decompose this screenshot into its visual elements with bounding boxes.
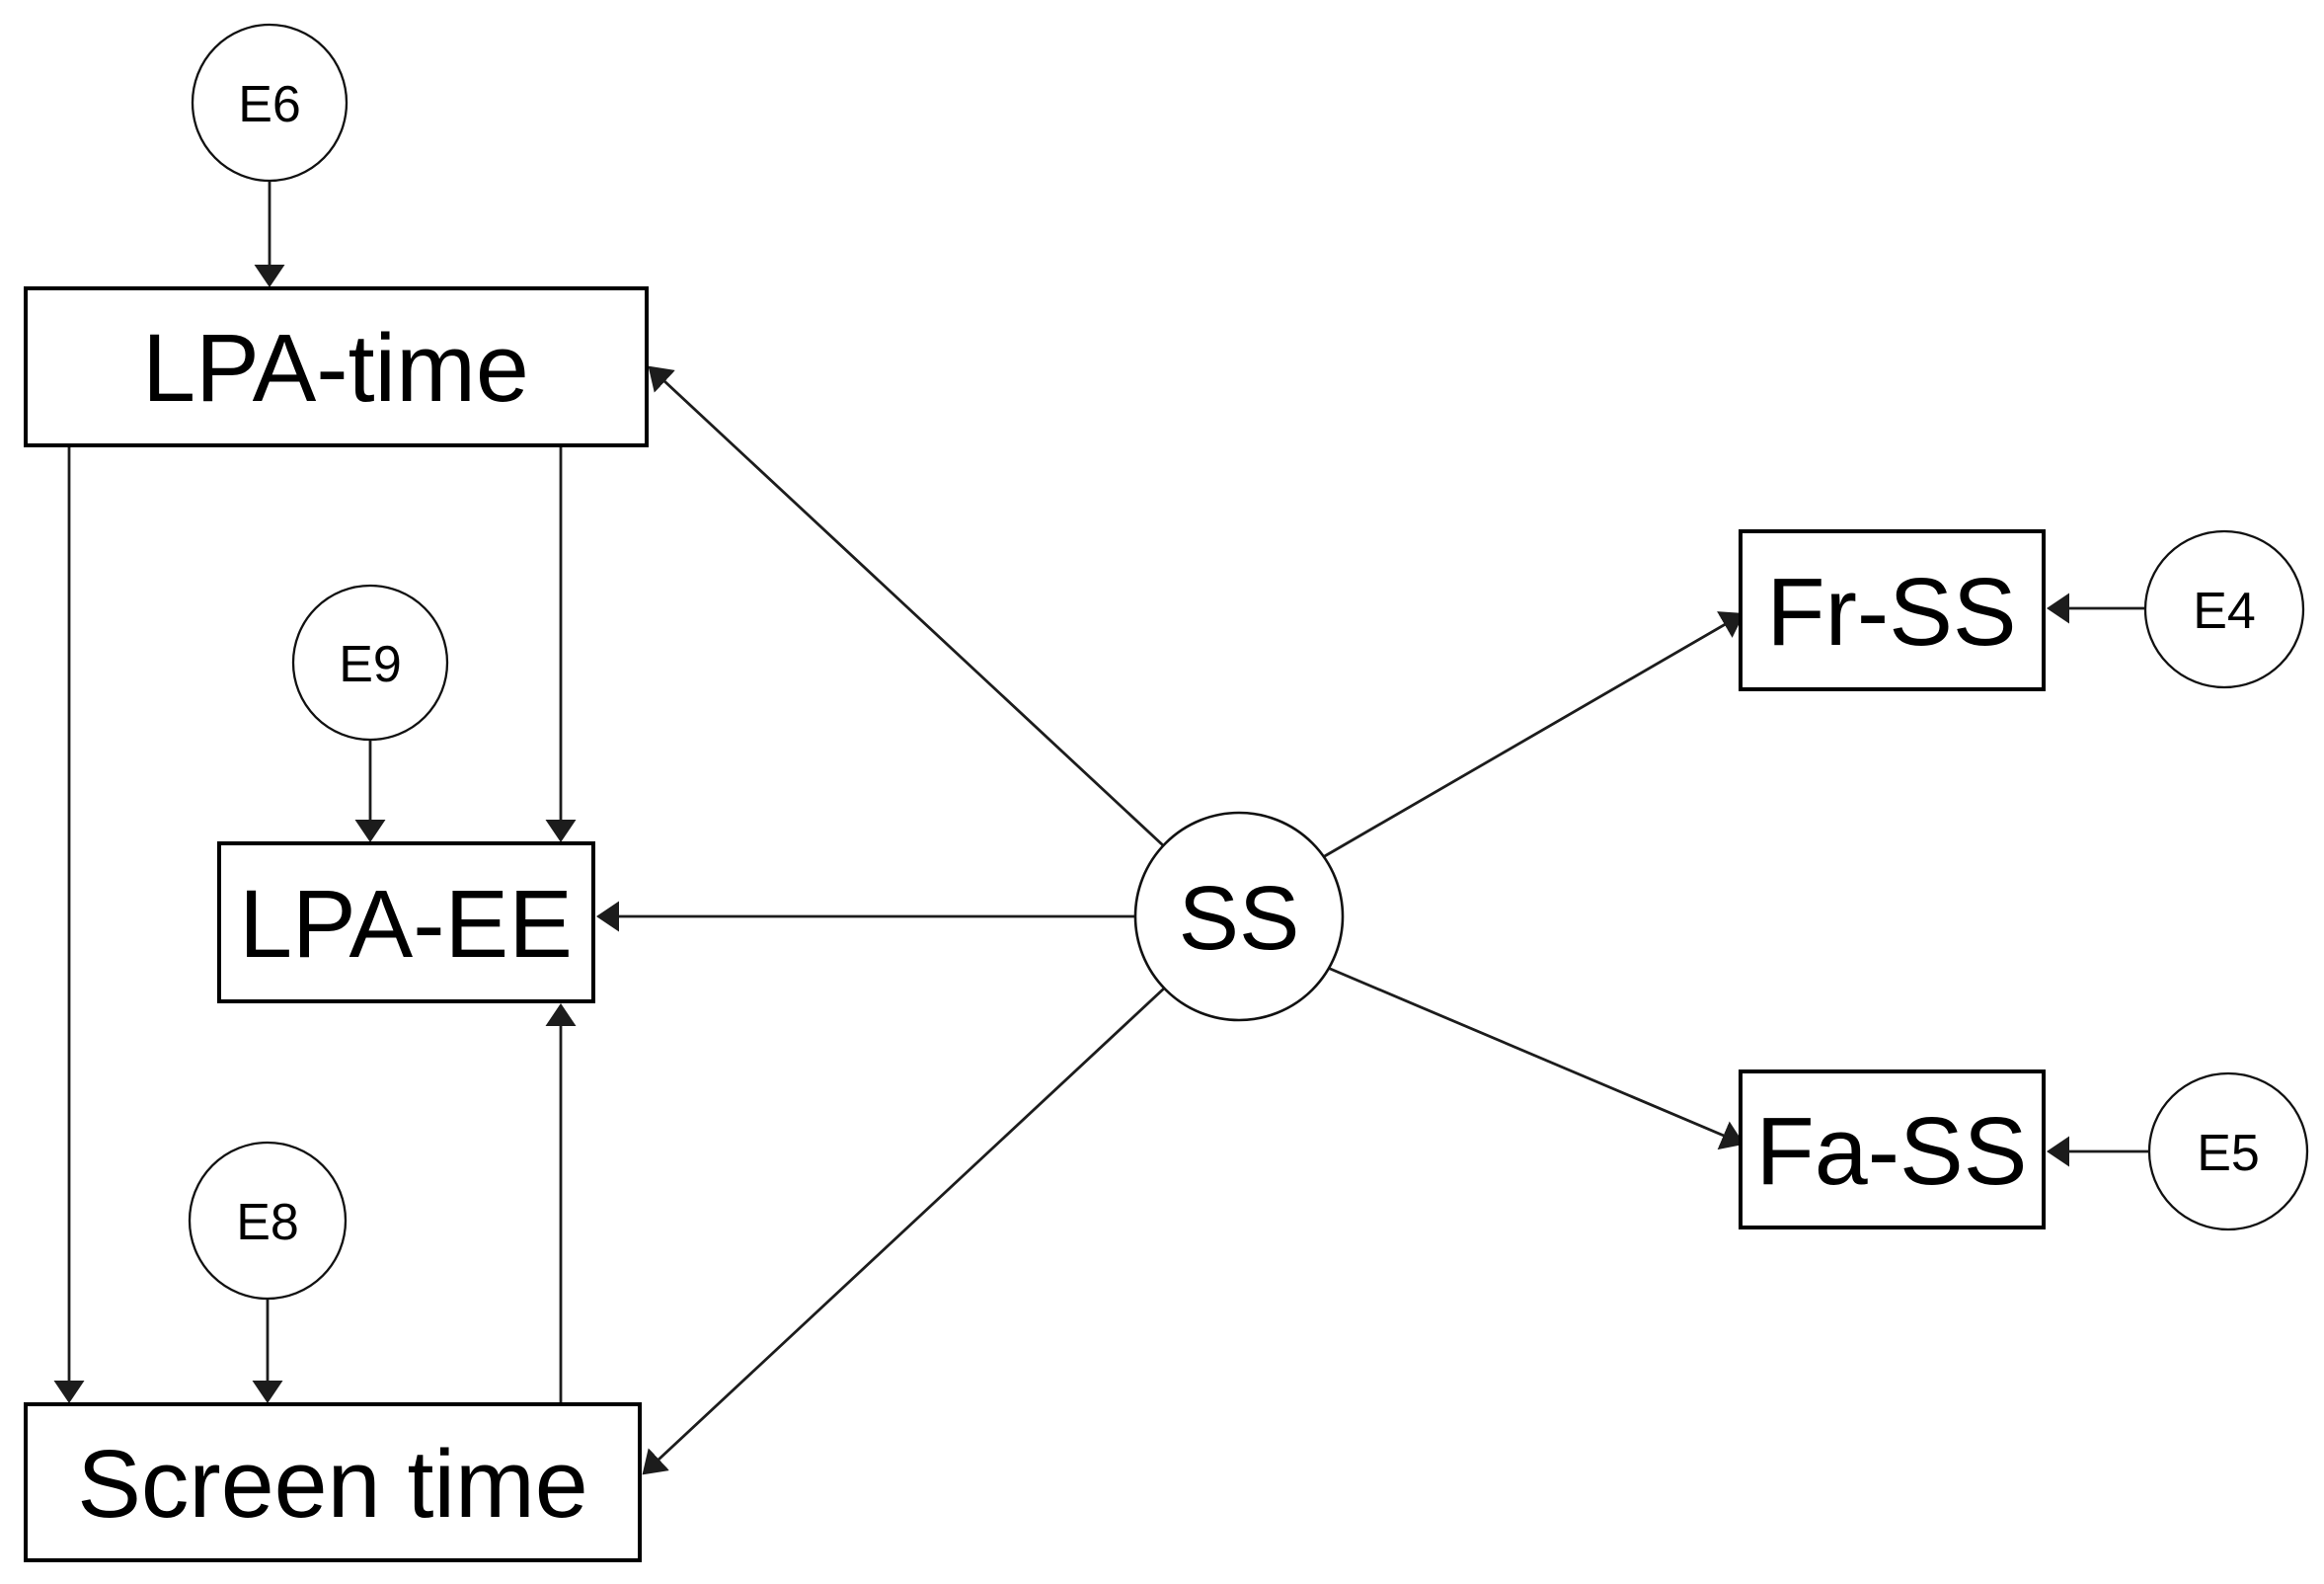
node-lpa-ee: LPA-EE	[217, 841, 595, 1003]
fr-ss-box	[1739, 529, 2046, 691]
lpa-time-label: LPA-time	[142, 314, 529, 422]
fa-ss-label: Fa-SS	[1756, 1097, 2028, 1205]
lpa-time-box	[24, 286, 649, 447]
e6-circle	[191, 23, 349, 183]
node-screen-time: Screen time	[24, 1402, 642, 1562]
fr-ss-label: Fr-SS	[1766, 558, 2016, 666]
edges-layer	[53, 181, 2150, 1475]
node-lpa-time: LPA-time	[24, 286, 649, 447]
node-fa-ss: Fa-SS	[1739, 1069, 2046, 1229]
node-ss-latent: SS	[1133, 811, 1345, 1022]
lpa-ee-box	[217, 841, 595, 1003]
node-e4-error: E4	[2143, 529, 2305, 689]
e9-label: E9	[339, 636, 402, 693]
lpa-ee-label: LPA-EE	[239, 870, 573, 978]
e4-circle	[2143, 529, 2305, 689]
node-e9-error: E9	[291, 584, 449, 742]
screen-time-box	[24, 1402, 642, 1562]
screen-time-label: Screen time	[77, 1430, 588, 1538]
node-e5-error: E5	[2147, 1071, 2309, 1231]
edge-ss-to-fa-ss	[1327, 966, 1744, 1150]
ss-label: SS	[1179, 868, 1300, 969]
edge-ss-to-screen-time	[642, 986, 1166, 1475]
e8-label: E8	[236, 1194, 299, 1251]
e9-circle	[291, 584, 449, 742]
node-e6-error: E6	[191, 23, 349, 183]
e5-circle	[2147, 1071, 2309, 1231]
e8-circle	[188, 1141, 348, 1301]
ss-circle	[1133, 811, 1345, 1022]
e6-label: E6	[238, 76, 301, 133]
e4-label: E4	[2193, 583, 2256, 640]
edge-ss-to-lpa-time	[648, 365, 1164, 847]
node-e8-error: E8	[188, 1141, 348, 1301]
nodes-layer: LPA-time LPA-EE Screen time Fr-SS Fa-SS	[24, 23, 2309, 1562]
e5-label: E5	[2197, 1125, 2260, 1182]
edge-ss-to-fr-ss	[1322, 611, 1744, 859]
node-fr-ss: Fr-SS	[1739, 529, 2046, 691]
fa-ss-box	[1739, 1069, 2046, 1229]
